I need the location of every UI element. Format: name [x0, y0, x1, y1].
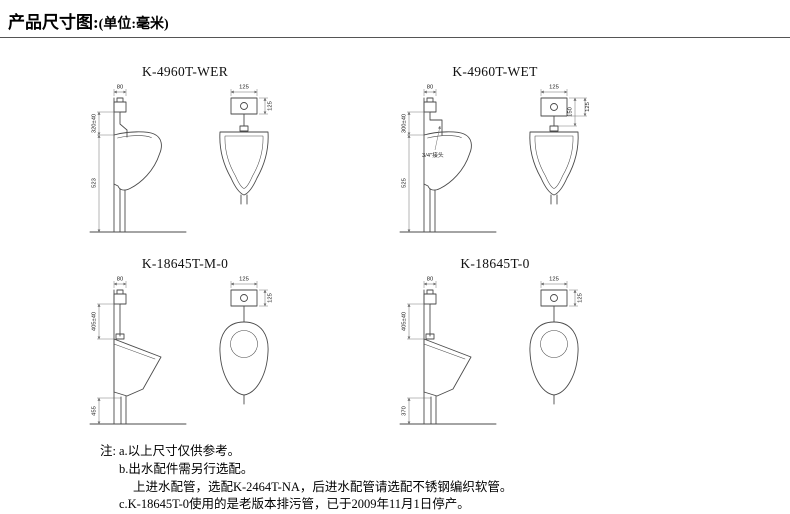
panel-k18645t-m0: K-18645T-M-0 [80, 256, 290, 429]
dim-valve-depth: 80 [426, 85, 432, 91]
dim-valve-height: 125 [267, 293, 273, 303]
dim-spud-height: 150 [567, 107, 573, 117]
dim-valve-depth: 80 [116, 277, 122, 283]
notes-label: 注: [100, 444, 116, 458]
urinal-front-outline [528, 131, 579, 205]
note-line-b2: 上进水配管，选配K-2464T-NA，后进水配管请选配不锈钢编织软管。 [132, 479, 513, 494]
dim-rim-height: 523 [91, 178, 97, 188]
dim-inlet-height: 320±40 [91, 114, 97, 133]
note-line-b: b.出水配件需另行选配。 [118, 461, 254, 476]
urinal-side-profile [113, 97, 162, 233]
unit-label: (单位:毫米) [98, 17, 169, 32]
front-view-drawing: 125 125 [218, 85, 273, 205]
page-title: 产品尺寸图: [8, 13, 99, 32]
panel-k18645t-0: K-18645T-0 [390, 256, 600, 429]
flush-valve-front [230, 97, 257, 132]
panel-k4960t-wer: K-4960T-WER [80, 64, 290, 242]
dimension-lines: 80 300±40 525 [401, 85, 436, 233]
dim-inlet-height: 405±40 [91, 312, 97, 331]
notes-section: 注: a.以上尺寸仅供参考。 b.出水配件需另行选配。 上进水配管，选配K-24… [100, 443, 512, 514]
panel-title: K-18645T-M-0 [141, 256, 229, 271]
dim-valve-width: 125 [549, 85, 559, 91]
panel-k4960t-wet: K-4960T-WET [390, 64, 600, 242]
flush-valve-front [540, 97, 567, 132]
page-header: 产品尺寸图:(单位:毫米) [8, 8, 169, 33]
dim-valve-depth: 80 [116, 85, 122, 91]
dim-valve-height: 125 [267, 101, 273, 111]
side-view-drawing: 80 320±40 523 [89, 85, 186, 233]
front-view-drawing: 125 125 [219, 277, 273, 405]
wall-floor-lines [399, 97, 496, 233]
panel-views: 80 320±40 523 [80, 82, 290, 242]
connector-label: 3/4"接头 [422, 151, 444, 159]
panel-title: K-18645T-0 [460, 256, 530, 271]
dim-inlet-height: 405±40 [401, 312, 407, 331]
dim-inlet-height: 300±40 [401, 114, 407, 133]
side-view-drawing: 80 405±40 370 [399, 277, 496, 425]
dimension-lines: 125 125 [540, 277, 583, 307]
connector-callout: 3/4"接头 [422, 125, 444, 159]
urinal-front-outline [219, 321, 268, 405]
dim-outlet-height: 455 [91, 406, 97, 416]
wall-floor-lines [89, 97, 186, 233]
flush-valve-front [230, 289, 257, 323]
wall-floor-lines [399, 289, 496, 425]
urinal-front-outline [529, 321, 578, 405]
panel-views: 3/4"接头 80 300±40 525 [390, 82, 600, 242]
dim-valve-width: 125 [239, 277, 249, 283]
dim-valve-width: 125 [239, 85, 249, 91]
dim-valve-height: 125 [585, 102, 591, 112]
panel-views: 80 405±40 370 [390, 274, 600, 429]
dim-valve-height: 125 [577, 293, 583, 303]
side-view-drawing: 3/4"接头 80 300±40 525 [399, 85, 496, 233]
wall-floor-lines [89, 289, 186, 425]
dim-valve-depth: 80 [426, 277, 432, 283]
note-line-c: c.K-18645T-0使用的是老版本排污管，已于2009年11月1日停产。 [118, 497, 470, 512]
dimension-lines: 80 405±40 370 [401, 277, 436, 425]
urinal-side-profile [423, 97, 472, 233]
flush-valve-front [540, 289, 567, 323]
urinal-front-outline [218, 131, 269, 205]
side-view-drawing: 80 405±40 455 [89, 277, 186, 425]
notes-lines: a.以上尺寸仅供参考。 b.出水配件需另行选配。 上进水配管，选配K-2464T… [119, 443, 512, 514]
dimension-lines: 125 125 [230, 277, 273, 307]
note-line-a: a.以上尺寸仅供参考。 [118, 444, 241, 458]
dimension-lines: 80 405±40 455 [91, 277, 126, 425]
panel-title: K-4960T-WET [452, 64, 538, 79]
dim-valve-width: 125 [549, 277, 559, 283]
dim-outlet-height: 370 [401, 406, 407, 416]
urinal-side-profile [113, 289, 161, 425]
panel-title: K-4960T-WER [141, 64, 229, 79]
dim-rim-height: 525 [401, 178, 407, 188]
header-divider [0, 37, 790, 38]
dimension-lines: 125 125 [230, 85, 273, 115]
dimension-lines: 80 320±40 523 [91, 85, 126, 233]
front-view-drawing: 125 150 125 [528, 85, 591, 205]
front-view-drawing: 125 125 [529, 277, 583, 405]
dimension-lines: 125 150 125 [540, 85, 591, 127]
panel-views: 80 405±40 455 [80, 274, 290, 429]
urinal-side-profile [423, 289, 471, 425]
